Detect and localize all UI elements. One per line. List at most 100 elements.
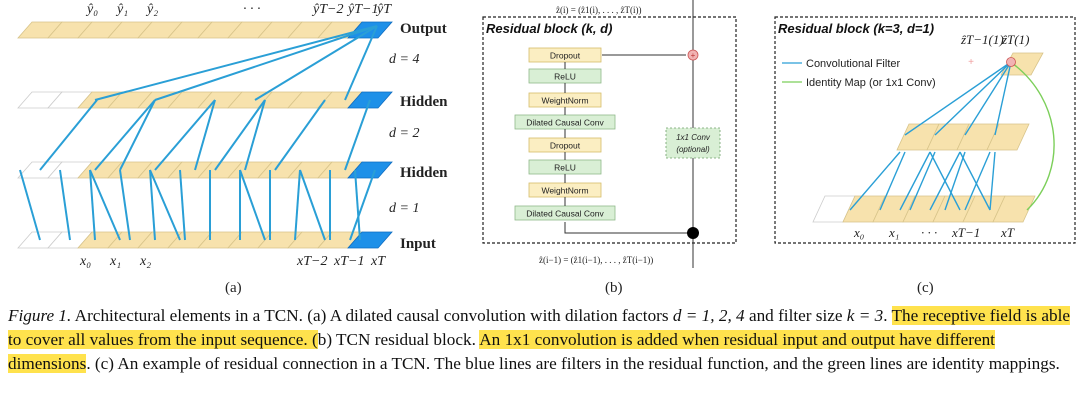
conv1x1-label: 1x1 Conv	[676, 133, 711, 142]
caption-part-3: .	[883, 306, 892, 325]
layer-2: WeightNorm	[528, 92, 602, 108]
layer-label-3: Dilated Causal Conv	[526, 118, 604, 128]
layer-1: ReLU	[528, 68, 602, 84]
row-label-input: Input	[400, 236, 436, 252]
filter-line-8	[194, 99, 216, 171]
output-z-label: ẑ(i) = (ẑ1(i), . . . , ẑT(i))	[556, 5, 642, 15]
layer-label-7: Dilated Causal Conv	[526, 209, 604, 219]
c-filter-line-9	[944, 151, 966, 211]
filter-line-23	[239, 169, 266, 241]
bottom-label-xT: xT	[370, 254, 386, 269]
filter-line-3	[344, 25, 378, 101]
panel-c-residual-example: Residual block (k=3, d=1) Convolutional …	[774, 16, 1076, 296]
residual-add-node-c	[1006, 57, 1016, 67]
top-label-yT: ŷT	[375, 2, 392, 17]
c-filter-line-11	[989, 151, 996, 211]
c-filter-line-10	[964, 151, 991, 211]
filter-line-1	[154, 25, 378, 101]
c-filter-line-0	[904, 61, 1012, 136]
top-label-y2: ŷ₂	[145, 2, 158, 17]
top-label-yT-1: ŷT−1	[346, 2, 378, 17]
bottom-label-x1: x₁	[109, 254, 121, 269]
conv1x1-optional: (optional)	[676, 145, 710, 154]
filter-line-14	[59, 169, 71, 241]
caption-math-k: k = 3	[846, 306, 884, 325]
faint-add-icon: +	[968, 57, 974, 68]
filter-line-18	[149, 169, 156, 241]
panel-a-dilated-convolution: ŷ₀ ŷ₁ ŷ₂ · · · ŷT−2 ŷT−1 ŷT x₀ x₁ x₂ xT−…	[17, 2, 448, 296]
caption-math-dilation: d = 1, 2, 4	[672, 306, 745, 325]
c-filter-line-7	[909, 151, 936, 211]
filter-line-6	[94, 99, 156, 171]
filter-line-12	[344, 99, 371, 171]
row-input	[17, 231, 393, 249]
filter-line-7	[154, 99, 216, 171]
caption-lead: Figure 1.	[8, 306, 72, 325]
filter-line-9	[214, 99, 266, 171]
c-cell-2-6	[992, 195, 1036, 223]
filter-line-17	[119, 169, 131, 241]
filter-line-19	[149, 169, 181, 241]
filter-line-29	[349, 169, 376, 241]
top-label-zT-1: ẑT−1(1)	[960, 32, 1004, 47]
layer-label-5: ReLU	[554, 163, 576, 173]
conv1x1-box	[665, 127, 721, 159]
legend-identity-label: Identity Map (or 1x1 Conv)	[806, 77, 936, 89]
filter-line-5	[119, 99, 156, 171]
filter-line-16	[89, 169, 121, 241]
row-hidden-1	[17, 91, 393, 109]
layer-label-4: Dropout	[550, 141, 581, 151]
c-filter-line-2	[964, 61, 1012, 136]
top-label-y0: ŷ₀	[85, 2, 98, 17]
c-bottom-dots: · · ·	[921, 225, 937, 240]
c-bottom-x0: x₀	[853, 225, 864, 240]
filter-line-26	[299, 169, 326, 241]
panel-a-sublabel: (a)	[225, 280, 242, 296]
row-output	[17, 21, 393, 39]
filter-line-15	[89, 169, 96, 241]
identity-map-curve	[1011, 62, 1055, 211]
layer-7: Dilated Causal Conv	[514, 205, 616, 221]
filter-line-25	[294, 169, 301, 241]
filter-line-28	[354, 169, 361, 241]
residual-add-node	[687, 49, 699, 61]
input-node	[687, 227, 699, 239]
caption-part-5: . (c) An example of residual connection …	[86, 354, 1060, 373]
filter-line-10	[244, 99, 266, 171]
caption-part-1: Architectural elements in a TCN. (a) A d…	[71, 306, 673, 325]
layer-3: Dilated Causal Conv	[514, 114, 616, 130]
figure-1: ŷ₀ ŷ₁ ŷ₂ · · · ŷT−2 ŷT−1 ŷT x₀ x₁ x₂ xT−…	[17, 0, 1076, 296]
c-cell-1-3	[986, 123, 1030, 151]
filter-line-11	[274, 99, 326, 171]
residual-example-title: Residual block (k=3, d=1)	[778, 21, 934, 36]
top-label-zT: ẑT(1)	[1001, 32, 1029, 47]
panel-c-sublabel: (c)	[917, 280, 934, 296]
c-filter-line-12	[959, 151, 991, 211]
c-bottom-xT-1: xT−1	[951, 225, 980, 240]
figure-caption: Figure 1. Architectural elements in a TC…	[8, 304, 1076, 376]
panel-b-residual-block: Residual block (k, d) ẑ(i) = (ẑ1(i), . .…	[482, 0, 737, 296]
bottom-label-x0: x₀	[79, 254, 91, 269]
layer-6: WeightNorm	[528, 182, 602, 198]
layer-label-1: ReLU	[554, 72, 576, 82]
dilation-4: d = 4	[389, 52, 419, 67]
filter-line-0	[94, 25, 378, 101]
top-label-yT-2: ŷT−2	[311, 2, 343, 17]
layer-label-2: WeightNorm	[541, 96, 588, 106]
c-filter-line-3	[994, 61, 1012, 136]
layer-5: ReLU	[528, 159, 602, 175]
layer-0: Dropout	[528, 47, 602, 63]
filter-line-2	[254, 25, 378, 101]
bottom-label-x2: x₂	[139, 254, 151, 269]
filter-line-4	[39, 99, 98, 171]
panel-b-sublabel: (b)	[605, 280, 623, 296]
caption-part-4: b) TCN residual block.	[317, 330, 480, 349]
filter-line-13	[19, 169, 41, 241]
filter-line-20	[179, 169, 186, 241]
input-z-label: ẑ(i−1) = (ẑ1(i−1), . . . , ẑT(i−1))	[539, 255, 653, 265]
c-filter-line-4	[849, 151, 901, 211]
top-label-dots: · · ·	[243, 2, 261, 17]
row-label-hidden-2: Hidden	[400, 165, 448, 181]
dilation-1: d = 1	[389, 201, 419, 216]
row-hidden-2	[17, 161, 393, 179]
